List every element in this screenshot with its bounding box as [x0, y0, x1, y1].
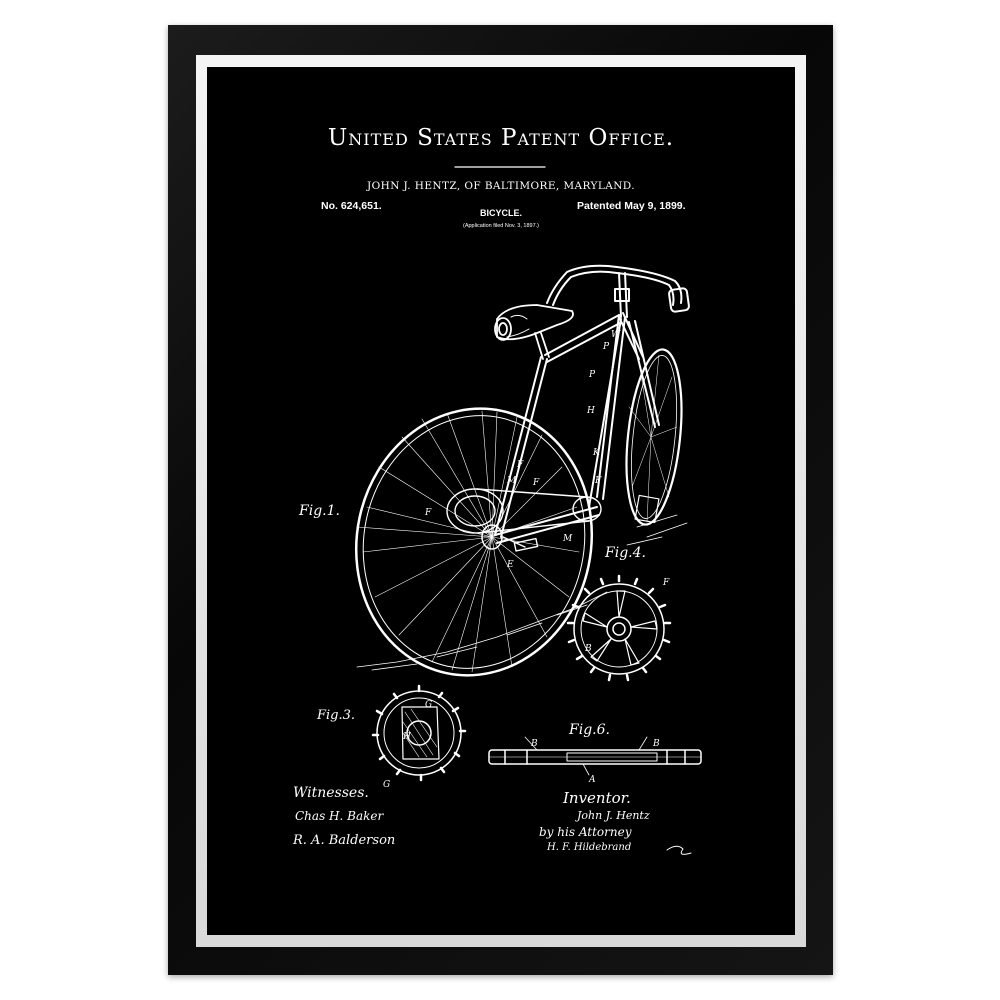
svg-text:F: F [424, 508, 432, 518]
handlebar [546, 264, 690, 318]
svg-text:M: M [562, 534, 573, 544]
svg-text:P: P [602, 342, 610, 352]
svg-text:F: F [662, 578, 670, 588]
rear-wheel [354, 407, 594, 677]
witness-signature-1: Chas H. Baker [295, 809, 384, 823]
saddle [494, 304, 574, 360]
svg-text:G: G [425, 700, 432, 710]
svg-text:A: A [588, 775, 596, 785]
attorney-signature: H. F. Hildebrand [547, 842, 632, 853]
patent-title: BICYCLE. [479, 208, 522, 218]
front-wheel [625, 348, 683, 526]
patent-artwork: P W P H K F F M F M E F F B G H G B B A … [207, 67, 795, 935]
patent-number: No. 624,651. [321, 200, 382, 212]
svg-text:F: F [516, 460, 524, 470]
inventor-signature: John J. Hentz [577, 809, 650, 822]
patent-date: Patented May 9, 1899. [577, 200, 686, 212]
svg-text:B: B [584, 644, 592, 654]
svg-text:H: H [586, 406, 595, 416]
fig6-axle [488, 736, 702, 776]
application-filed: (Application filed Nov. 3, 1897.) [462, 223, 540, 229]
svg-text:P: P [588, 370, 596, 380]
svg-text:K: K [592, 448, 601, 458]
fig4-label: Fig.4. [605, 545, 646, 561]
witnesses-label: Witnesses. [293, 785, 369, 801]
inventor-label: Inventor. [563, 789, 631, 807]
svg-text:F: F [594, 476, 602, 486]
chainring [446, 488, 602, 552]
svg-text:W: W [611, 330, 621, 340]
fig1-label: Fig.1. [299, 503, 340, 519]
attorney-label: by his Attorney [539, 825, 632, 839]
svg-text:M: M [506, 476, 517, 486]
fig3-label: Fig.3. [317, 708, 356, 723]
svg-text:B: B [530, 739, 538, 749]
patent-office-heading: United States Patent Office. [327, 125, 675, 151]
fig4-sprocket [566, 574, 672, 682]
fig3-sprocket [371, 684, 467, 782]
fig6-label: Fig.6. [569, 722, 610, 738]
inventor-line: JOHN J. HENTZ, OF BALTIMORE, MARYLAND. [367, 180, 635, 192]
svg-text:G: G [383, 780, 390, 790]
svg-text:H: H [402, 732, 411, 742]
witness-signature-2: R. A. Balderson [293, 833, 396, 848]
svg-text:B: B [652, 739, 660, 749]
bicycle-frame [494, 312, 660, 544]
svg-text:E: E [506, 560, 514, 570]
svg-text:F: F [532, 478, 540, 488]
bicycle-patent-drawing: P W P H K F F M F M E F F B G H G B B A [354, 166, 702, 855]
